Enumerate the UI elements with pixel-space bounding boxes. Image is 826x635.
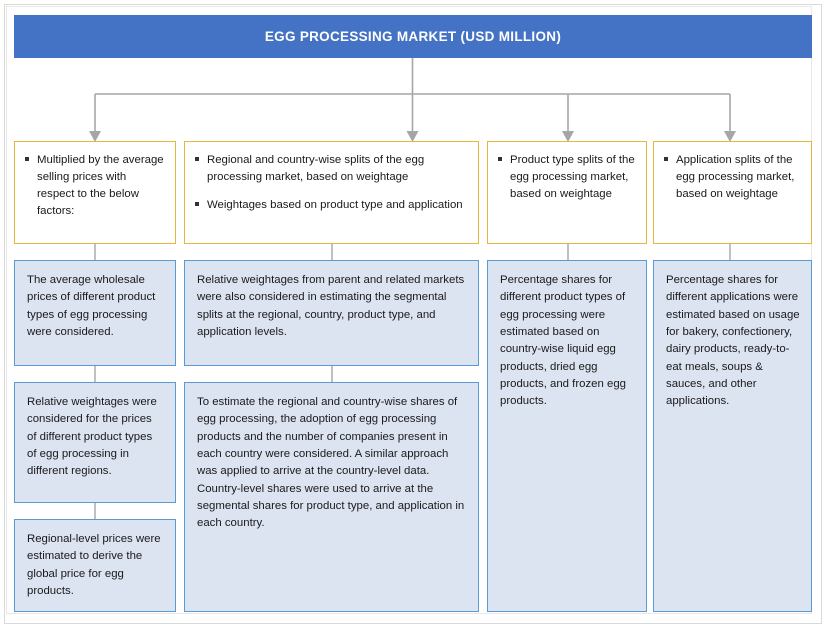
criteria-text: Product type splits of the egg processin…: [510, 154, 635, 200]
criteria-list: Application splits of the egg processing…: [662, 152, 801, 203]
criteria-item: Regional and country-wise splits of the …: [193, 152, 468, 186]
description-text: Relative weightages from parent and rela…: [197, 274, 465, 338]
criteria-list: Regional and country-wise splits of the …: [193, 152, 468, 214]
criteria-text: Multiplied by the average selling prices…: [37, 154, 164, 217]
description-text: Percentage shares for different product …: [500, 274, 627, 408]
description-text: Relative weightages were considered for …: [27, 396, 157, 478]
square-bullet-icon: [195, 157, 199, 161]
square-bullet-icon: [664, 157, 668, 161]
criteria-box-pricing: Multiplied by the average selling prices…: [14, 141, 176, 244]
description-text: The average wholesale prices of differen…: [27, 274, 156, 338]
page-title: EGG PROCESSING MARKET (USD MILLION): [14, 15, 812, 58]
criteria-item: Application splits of the egg processing…: [662, 152, 801, 203]
description-box-pricing-3: Regional-level prices were estimated to …: [14, 519, 176, 612]
criteria-list: Product type splits of the egg processin…: [496, 152, 636, 203]
criteria-box-regional-splits: Regional and country-wise splits of the …: [184, 141, 479, 244]
description-text: Regional-level prices were estimated to …: [27, 533, 161, 597]
description-box-product-type-1: Percentage shares for different product …: [487, 260, 647, 612]
description-box-pricing-1: The average wholesale prices of differen…: [14, 260, 176, 366]
description-text: Percentage shares for different applicat…: [666, 274, 800, 408]
criteria-item: Multiplied by the average selling prices…: [23, 152, 165, 220]
criteria-text: Weightages based on product type and app…: [207, 198, 463, 211]
description-box-application-1: Percentage shares for different applicat…: [653, 260, 812, 612]
description-box-regional-1: Relative weightages from parent and rela…: [184, 260, 479, 366]
square-bullet-icon: [498, 157, 502, 161]
square-bullet-icon: [195, 201, 199, 206]
square-bullet-icon: [25, 157, 29, 161]
description-text: To estimate the regional and country-wis…: [197, 396, 465, 530]
criteria-item: Product type splits of the egg processin…: [496, 152, 636, 203]
criteria-list: Multiplied by the average selling prices…: [23, 152, 165, 220]
description-box-regional-2: To estimate the regional and country-wis…: [184, 382, 479, 612]
description-box-pricing-2: Relative weightages were considered for …: [14, 382, 176, 503]
criteria-item: Weightages based on product type and app…: [193, 197, 468, 214]
criteria-box-product-type-splits: Product type splits of the egg processin…: [487, 141, 647, 244]
criteria-box-application-splits: Application splits of the egg processing…: [653, 141, 812, 244]
criteria-text: Application splits of the egg processing…: [676, 154, 795, 200]
criteria-text: Regional and country-wise splits of the …: [207, 154, 425, 183]
